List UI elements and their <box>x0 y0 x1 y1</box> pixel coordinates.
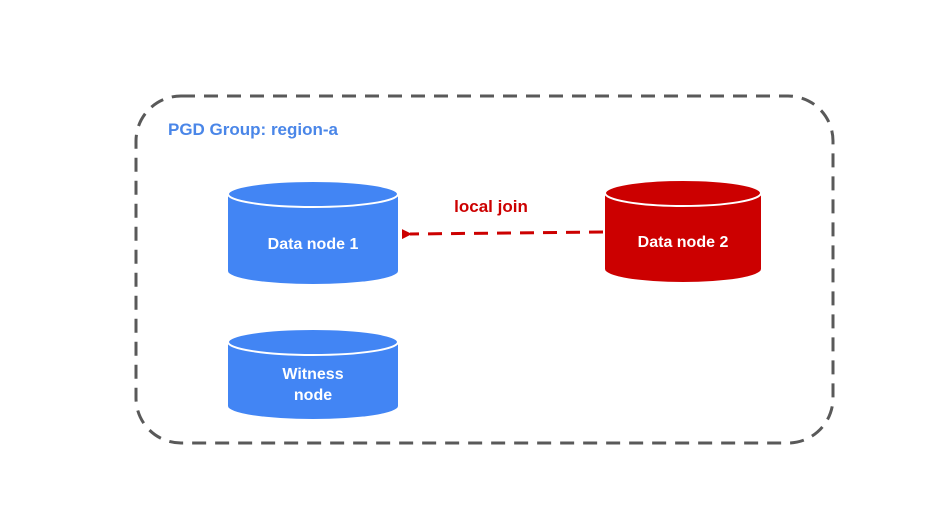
witness-node-cylinder: Witness node <box>227 328 399 419</box>
witness-node-label-line1: Witness <box>282 366 343 383</box>
local-join-arrow <box>401 229 604 240</box>
data-node-2-cylinder: Data node 2 <box>604 179 762 282</box>
data-node-1-label: Data node 1 <box>268 236 359 253</box>
local-join-label: local join <box>454 197 528 216</box>
data-node-2-label: Data node 2 <box>638 234 729 251</box>
data-node-1-cylinder: Data node 1 <box>227 180 399 284</box>
group-boundary <box>134 94 835 445</box>
witness-node-label-line2: node <box>294 387 332 404</box>
group-title: PGD Group: region-a <box>168 120 339 139</box>
